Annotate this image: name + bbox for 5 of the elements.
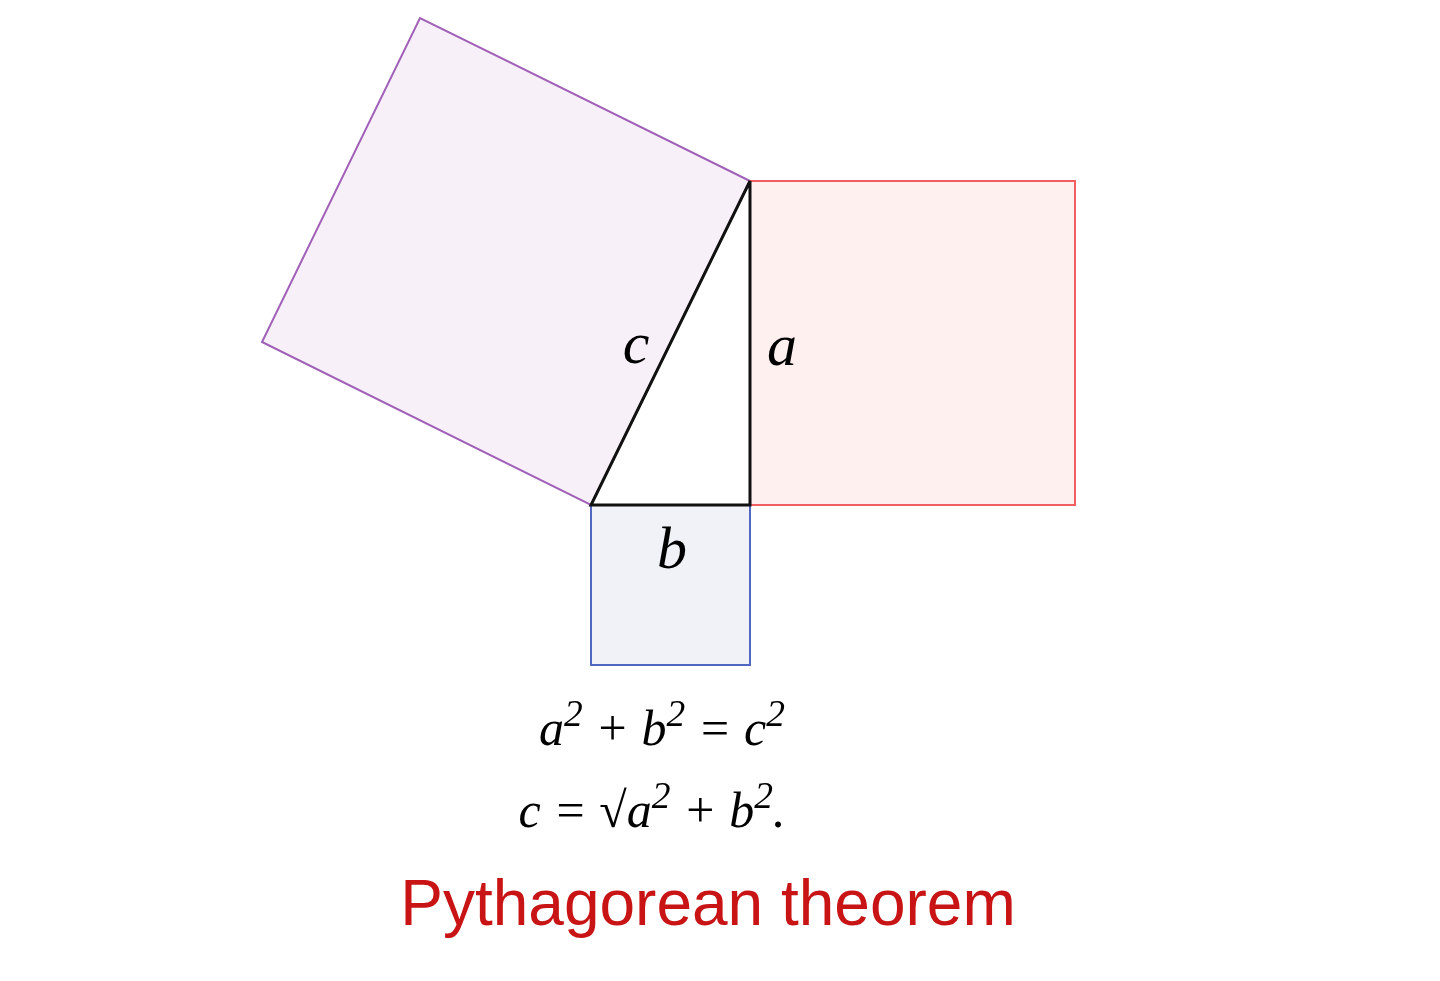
side-label: b xyxy=(657,518,687,578)
formula: c = √a$^{2}$ + b$^{2}$. xyxy=(518,785,786,835)
side-label: c xyxy=(622,313,650,373)
formula: a$^{2}$ + b$^{2}$ = c$^{2}$ xyxy=(539,703,785,753)
side-label: a xyxy=(767,315,797,375)
